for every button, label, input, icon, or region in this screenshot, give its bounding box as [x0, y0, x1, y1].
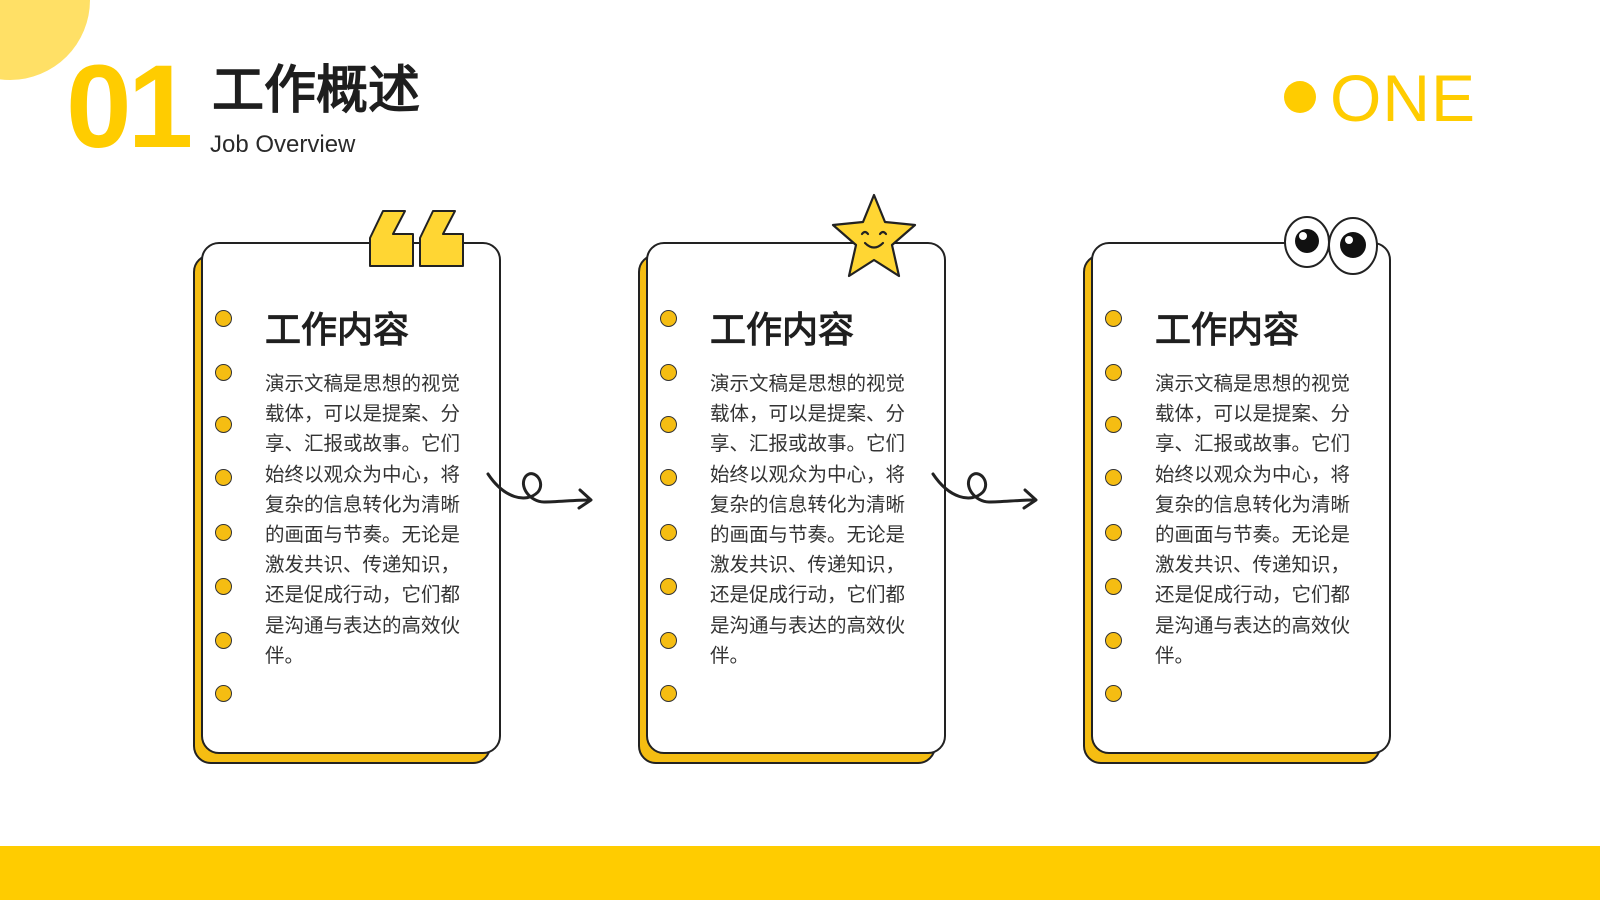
- googly-eyes-icon: [1284, 216, 1378, 275]
- section-number: 01: [66, 41, 193, 173]
- card-body: 演示文稿是思想的视觉载体，可以是提案、分享、汇报或故事。它们始终以观众为中心，将…: [1155, 372, 1351, 667]
- card-body: 演示文稿是思想的视觉载体，可以是提案、分享、汇报或故事。它们始终以观众为中心，将…: [710, 372, 906, 667]
- binder-hole: [660, 524, 677, 541]
- binder-hole: [1105, 524, 1122, 541]
- connector-arrow-2: [931, 472, 1038, 510]
- binder-hole: [215, 524, 232, 541]
- quote-icon: [369, 210, 464, 267]
- binder-hole: [660, 416, 677, 433]
- binder-hole: [1105, 632, 1122, 649]
- footer-bar: [0, 846, 1600, 900]
- binder-hole: [215, 685, 232, 702]
- binder-hole: [660, 310, 677, 327]
- connector-arrow-1: [486, 472, 593, 510]
- binder-hole: [215, 469, 232, 486]
- badge-dot: [1284, 81, 1316, 113]
- binder-hole: [660, 685, 677, 702]
- binder-hole: [660, 469, 677, 486]
- content-card-1: 工作内容 演示文稿是思想的视觉载体，可以是提案、分享、汇报或故事。它们始终以观众…: [193, 210, 501, 764]
- content-card-2: 工作内容 演示文稿是思想的视觉载体，可以是提案、分享、汇报或故事。它们始终以观众…: [638, 193, 946, 764]
- binder-hole: [215, 364, 232, 381]
- card-panel: 工作内容 演示文稿是思想的视觉载体，可以是提案、分享、汇报或故事。它们始终以观众…: [201, 242, 501, 754]
- binder-hole: [215, 310, 232, 327]
- card-body: 演示文稿是思想的视觉载体，可以是提案、分享、汇报或故事。它们始终以观众为中心，将…: [265, 372, 461, 667]
- card-title: 工作内容: [265, 310, 410, 351]
- binder-hole: [215, 632, 232, 649]
- binder-hole: [1105, 416, 1122, 433]
- page-subtitle: Job Overview: [210, 131, 356, 158]
- binder-hole: [215, 416, 232, 433]
- page-title: 工作概述: [212, 61, 421, 121]
- binder-hole: [1105, 578, 1122, 595]
- smiling-star-icon: [831, 193, 917, 278]
- binder-hole: [215, 578, 232, 595]
- section-badge: ONE: [1330, 61, 1477, 135]
- binder-hole: [1105, 364, 1122, 381]
- binder-hole: [1105, 685, 1122, 702]
- content-card-3: 工作内容 演示文稿是思想的视觉载体，可以是提案、分享、汇报或故事。它们始终以观众…: [1083, 216, 1391, 764]
- binder-hole: [660, 364, 677, 381]
- card-panel: 工作内容 演示文稿是思想的视觉载体，可以是提案、分享、汇报或故事。它们始终以观众…: [1091, 242, 1391, 754]
- binder-hole: [660, 632, 677, 649]
- card-title: 工作内容: [710, 310, 855, 351]
- binder-hole: [660, 578, 677, 595]
- binder-hole: [1105, 310, 1122, 327]
- binder-hole: [1105, 469, 1122, 486]
- card-title: 工作内容: [1155, 310, 1300, 351]
- card-panel: 工作内容 演示文稿是思想的视觉载体，可以是提案、分享、汇报或故事。它们始终以观众…: [646, 242, 946, 754]
